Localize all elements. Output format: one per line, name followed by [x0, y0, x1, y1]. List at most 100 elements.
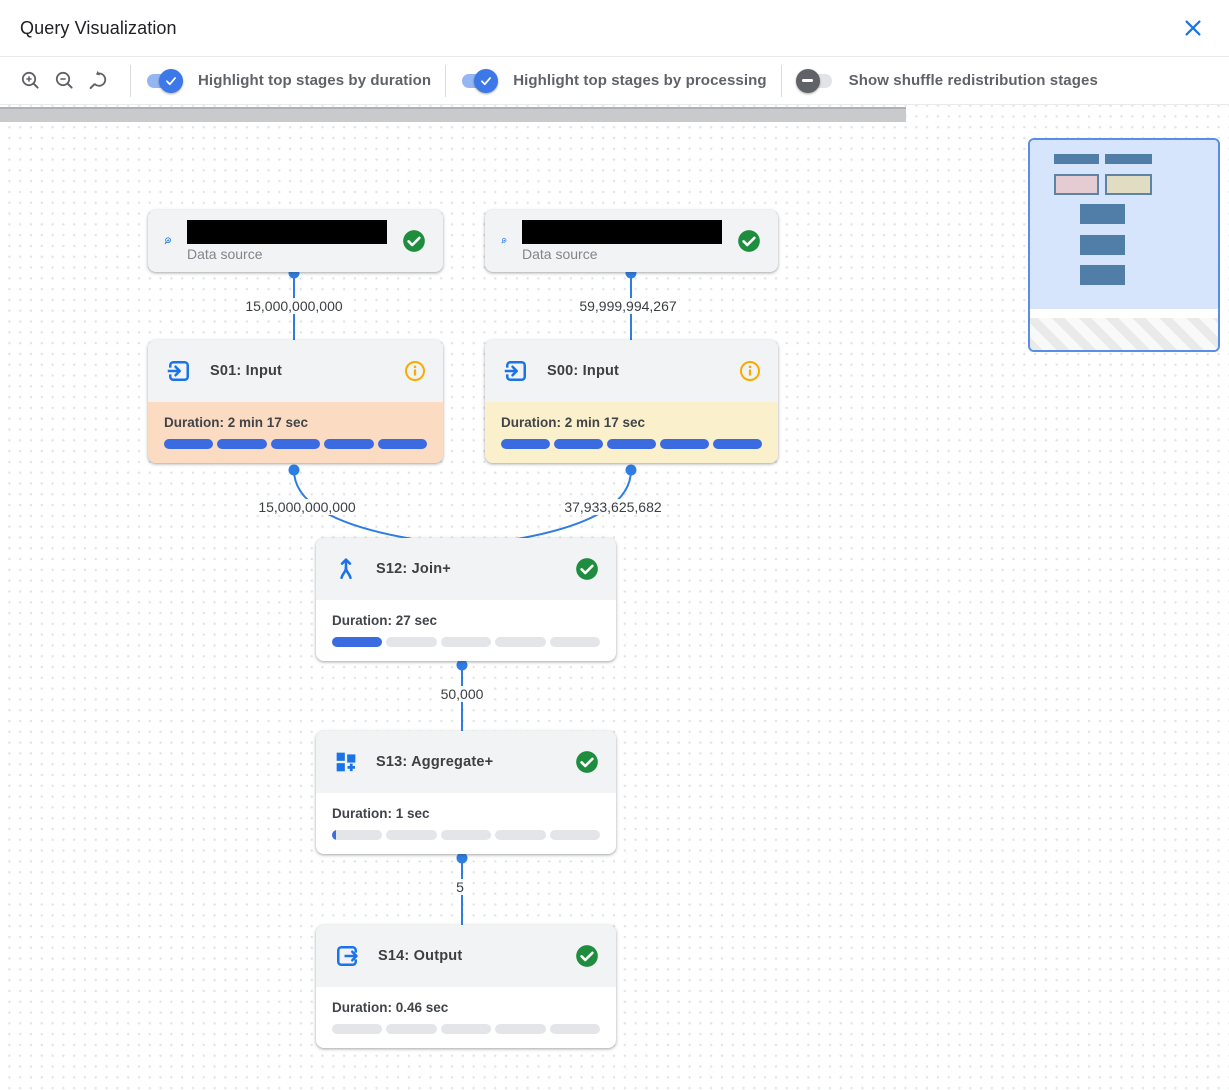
- edge-rows-label: 37,933,625,682: [561, 499, 665, 515]
- stage-title: S14: Output: [378, 948, 463, 964]
- status-info[interactable]: [738, 359, 762, 383]
- status-check: [574, 749, 600, 775]
- zoom-out-icon: [55, 71, 73, 89]
- toggle-thumb: [795, 68, 820, 93]
- status-info[interactable]: [403, 359, 427, 383]
- toggle-switch-shuffle[interactable]: [795, 68, 834, 93]
- minimap-outside-area: [1030, 318, 1218, 350]
- status-check: [736, 228, 762, 254]
- check-icon: [481, 76, 492, 85]
- edge-port-dot: [625, 464, 637, 476]
- edge-rows-label: 50,000: [437, 686, 487, 702]
- info-icon: [740, 361, 760, 381]
- data-source-label: Data source: [522, 246, 598, 262]
- input-icon: [167, 361, 189, 381]
- toggle-thumb: [159, 68, 183, 93]
- zoom-out-button[interactable]: [48, 64, 82, 98]
- input-icon: [504, 361, 526, 381]
- node-data-source-1[interactable]: Data source: [148, 210, 443, 272]
- duration-bar: [164, 439, 428, 449]
- edge-rows-label: 15,000,000,000: [242, 298, 346, 314]
- edge-rows-label: 59,999,994,267: [576, 298, 680, 314]
- check-circle-icon: [576, 751, 598, 773]
- duration-bar: [501, 439, 762, 449]
- stage-header: S00: Input: [485, 340, 778, 402]
- edge-port-dot: [456, 659, 468, 671]
- status-check: [574, 943, 600, 969]
- edge-rows-label: 15,000,000,000: [255, 499, 359, 515]
- toggle-switch-duration[interactable]: [145, 68, 183, 93]
- edge-rows-label: 5: [453, 879, 467, 895]
- dialog-header: Query Visualization: [0, 0, 1229, 57]
- toolbar: Highlight top stages by duration Highlig…: [0, 57, 1229, 105]
- table-search-icon: [501, 238, 507, 244]
- stage-header: S01: Input: [148, 340, 443, 402]
- node-stage-s00[interactable]: S00: Input Duration: 2 min 17 sec: [485, 340, 778, 463]
- redacted-table-name: [522, 220, 722, 244]
- stage-duration-section: Duration: 2 min 17 sec: [148, 402, 443, 463]
- toggle-highlight-processing[interactable]: Highlight top stages by processing: [460, 68, 767, 93]
- edge-port-dot: [456, 852, 468, 864]
- redacted-table-name: [187, 220, 387, 244]
- node-stage-s13[interactable]: S13: Aggregate+ Duration: 1 sec: [316, 731, 616, 854]
- minimap-node: [1080, 265, 1125, 285]
- node-stage-s12[interactable]: S12: Join+ Duration: 27 sec: [316, 538, 616, 661]
- status-check: [401, 228, 427, 254]
- toggle-label-duration: Highlight top stages by duration: [198, 72, 432, 89]
- close-button[interactable]: [1179, 14, 1207, 42]
- toggle-highlight-duration[interactable]: Highlight top stages by duration: [145, 68, 432, 93]
- info-icon: [405, 361, 425, 381]
- horizontal-scrollbar-thumb[interactable]: [0, 107, 906, 122]
- duration-label: Duration: 27 sec: [332, 613, 438, 628]
- check-circle-icon: [738, 230, 760, 252]
- duration-label: Duration: 0.46 sec: [332, 1000, 449, 1015]
- minimap-node-highlight-processing: [1105, 174, 1152, 195]
- edge-port-dot: [288, 464, 300, 476]
- duration-bar: [332, 830, 601, 840]
- page-title: Query Visualization: [20, 17, 177, 38]
- check-circle-icon: [403, 230, 425, 252]
- zoom-in-icon: [21, 71, 39, 89]
- toggle-switch-processing[interactable]: [460, 68, 499, 93]
- duration-bar: [332, 637, 601, 647]
- minimap[interactable]: [1028, 138, 1220, 352]
- node-data-source-2[interactable]: Data source: [485, 210, 778, 272]
- stage-title: S01: Input: [210, 363, 283, 379]
- stage-title: S12: Join+: [376, 561, 451, 577]
- zoom-reset-icon: [89, 70, 107, 89]
- minimap-node: [1080, 235, 1125, 255]
- check-circle-icon: [576, 558, 598, 580]
- check-circle-icon: [576, 945, 598, 967]
- zoom-reset-button[interactable]: [82, 64, 116, 98]
- data-source-label: Data source: [187, 246, 263, 262]
- data-source-text: Data source: [187, 220, 387, 262]
- toggle-show-shuffle[interactable]: Show shuffle redistribution stages: [795, 68, 1098, 93]
- stage-header: S13: Aggregate+: [316, 731, 616, 793]
- minimap-node: [1105, 154, 1152, 164]
- toggle-thumb: [474, 68, 499, 93]
- aggregate-icon: [336, 752, 356, 772]
- stage-duration-section: Duration: 1 sec: [316, 793, 616, 854]
- duration-label: Duration: 1 sec: [332, 806, 430, 821]
- toggle-label-shuffle: Show shuffle redistribution stages: [848, 72, 1098, 89]
- minimap-node: [1054, 154, 1099, 164]
- node-stage-s01[interactable]: S01: Input Duration: 2 min 17 sec: [148, 340, 443, 463]
- check-icon: [166, 76, 176, 85]
- node-stage-s14[interactable]: S14: Output Duration: 0.46 sec: [316, 925, 616, 1048]
- stage-duration-section: Duration: 27 sec: [316, 600, 616, 661]
- stage-header: S14: Output: [316, 925, 616, 987]
- zoom-in-button[interactable]: [14, 64, 48, 98]
- graph-canvas[interactable]: 15,000,000,000 59,999,994,267 15,000,000…: [0, 105, 1229, 1090]
- stage-duration-section: Duration: 0.46 sec: [316, 987, 616, 1048]
- table-search-icon: [164, 237, 171, 245]
- minus-icon: [802, 79, 814, 82]
- minimap-node: [1080, 204, 1125, 224]
- toolbar-divider: [445, 64, 447, 97]
- toolbar-divider: [780, 64, 782, 97]
- duration-label: Duration: 2 min 17 sec: [164, 415, 309, 430]
- duration-label: Duration: 2 min 17 sec: [501, 415, 646, 430]
- status-check: [574, 556, 600, 582]
- output-icon: [337, 946, 359, 966]
- stage-duration-section: Duration: 2 min 17 sec: [485, 402, 778, 463]
- stage-title: S00: Input: [547, 363, 620, 379]
